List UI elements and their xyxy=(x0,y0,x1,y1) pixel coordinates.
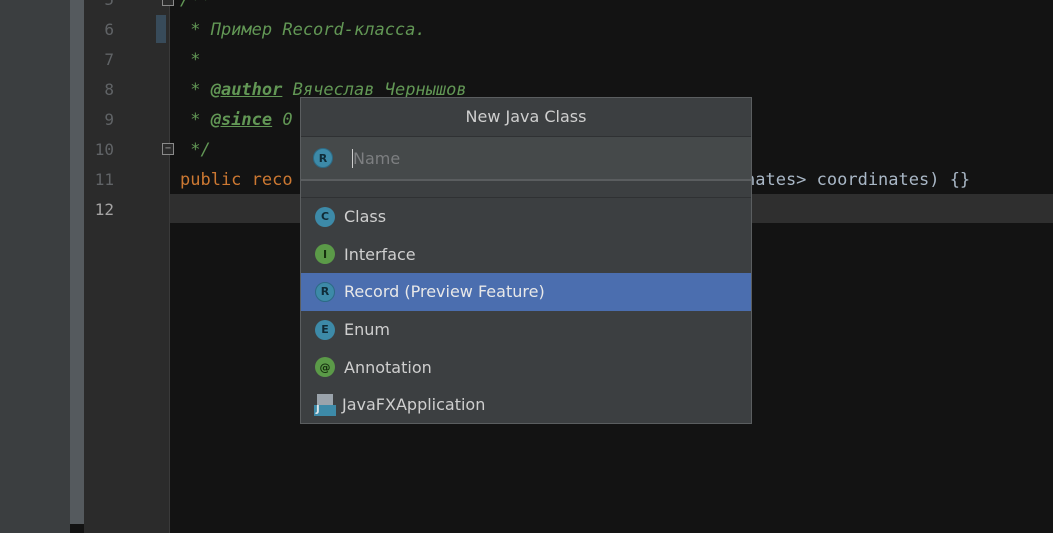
javafx-icon-doc xyxy=(317,393,333,407)
annotation-icon: @ xyxy=(315,357,335,378)
line-number: 9 xyxy=(104,110,114,129)
javadoc-tag: @since xyxy=(210,110,273,130)
record-icon: R xyxy=(315,281,335,302)
line-number: 7 xyxy=(104,50,114,69)
kind-item-label: Record (Preview Feature) xyxy=(344,282,545,302)
new-java-class-popup: New Java Class R C Class I Interface R R… xyxy=(300,97,752,424)
code-line: public reco xyxy=(180,165,293,195)
class-kind-list: C Class I Interface R Record (Preview Fe… xyxy=(301,198,751,424)
comment-text: Вячеслав Чернышов xyxy=(282,80,467,100)
fold-toggle-icon[interactable]: − xyxy=(162,143,174,155)
code-line: * Пример Record-класса. xyxy=(180,20,426,40)
comment-text: 0 xyxy=(272,110,293,130)
line-number: 8 xyxy=(104,80,114,99)
kind-item-interface[interactable]: I Interface xyxy=(301,236,751,274)
project-panel-scrollbar[interactable] xyxy=(70,0,84,524)
code-line-tail: nates> coordinates) {} xyxy=(745,170,971,190)
fold-toggle-icon[interactable] xyxy=(162,0,174,6)
line-number: 6 xyxy=(104,20,114,39)
line-number-gutter: 5 6 7 8 9 10 11 12 − xyxy=(84,0,174,533)
kind-item-label: Interface xyxy=(344,244,416,264)
javafx-icon-base xyxy=(314,404,336,416)
class-icon: C xyxy=(315,206,335,227)
comment-text: * xyxy=(180,80,211,100)
kind-item-record[interactable]: R Record (Preview Feature) xyxy=(301,273,751,311)
code-line: * xyxy=(180,50,201,70)
class-name-input[interactable] xyxy=(352,148,733,168)
kind-item-javafx-application[interactable]: J JavaFXApplication xyxy=(301,386,751,424)
kind-item-label: Class xyxy=(344,207,387,227)
popup-title: New Java Class xyxy=(301,98,751,137)
code-line: /** xyxy=(180,0,211,10)
kind-item-class[interactable]: C Class xyxy=(301,198,751,236)
line-number-current: 12 xyxy=(94,200,114,219)
line-number: 5 xyxy=(84,0,114,15)
kind-item-label: Annotation xyxy=(344,357,432,377)
javafx-icon: J xyxy=(313,393,337,417)
javafx-icon-letter: J xyxy=(316,403,320,415)
kind-item-enum[interactable]: E Enum xyxy=(301,311,751,349)
name-row: R xyxy=(301,137,751,181)
keyword: reco xyxy=(241,170,293,190)
code-line: */ xyxy=(180,140,211,160)
line-number: 10 xyxy=(94,140,114,159)
enum-icon: E xyxy=(315,319,335,340)
kind-item-label: Enum xyxy=(344,320,390,340)
interface-icon: I xyxy=(315,244,335,265)
kind-item-label: JavaFXApplication xyxy=(342,395,486,415)
code-line: * @since 0 xyxy=(180,105,293,135)
keyword: public xyxy=(180,170,242,190)
code-line: * @author Вячеслав Чернышов xyxy=(180,75,467,105)
vcs-change-marker[interactable] xyxy=(156,15,166,43)
kind-item-annotation[interactable]: @ Annotation xyxy=(301,348,751,386)
javadoc-tag: @author xyxy=(210,80,283,100)
comment-text: * xyxy=(180,110,211,130)
popup-separator xyxy=(301,181,751,198)
record-icon: R xyxy=(313,148,333,168)
line-number: 11 xyxy=(94,170,114,189)
left-tool-strip xyxy=(0,0,70,533)
